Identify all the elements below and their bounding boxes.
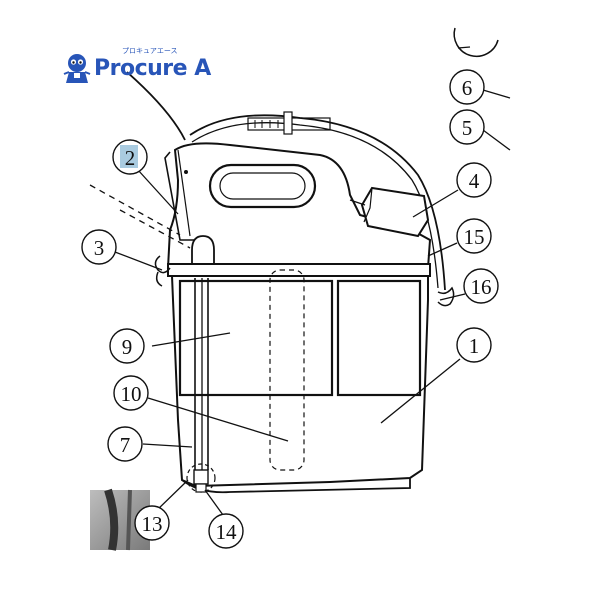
callout-10: 10 xyxy=(113,375,149,411)
svg-text:15: 15 xyxy=(464,225,485,249)
mascot-icon xyxy=(63,54,91,83)
inner-tube-dashed xyxy=(269,269,305,471)
svg-text:16: 16 xyxy=(471,275,492,299)
svg-text:7: 7 xyxy=(120,433,131,457)
strap-line xyxy=(126,71,186,141)
callout-2: 2 xyxy=(112,139,148,175)
callout-14: 14 xyxy=(208,513,244,549)
svg-text:10: 10 xyxy=(121,382,142,406)
callout-4: 4 xyxy=(456,162,492,198)
svg-text:9: 9 xyxy=(122,335,133,359)
svg-text:13: 13 xyxy=(142,512,163,536)
callout-7: 7 xyxy=(107,426,143,462)
filler-cap xyxy=(349,186,430,238)
svg-text:5: 5 xyxy=(462,116,473,140)
callout-16: 16 xyxy=(463,268,499,304)
svg-text:1: 1 xyxy=(469,334,480,358)
callout-3: 3 xyxy=(81,229,117,265)
callout-6: 6 xyxy=(449,69,485,105)
callout-9: 9 xyxy=(109,328,145,364)
logo-kana: プロキュアエース xyxy=(122,47,178,55)
shoulder-strap xyxy=(189,114,446,291)
partial-callout xyxy=(453,27,499,58)
svg-text:3: 3 xyxy=(94,236,105,260)
svg-text:14: 14 xyxy=(216,520,238,544)
panel-right xyxy=(336,279,422,397)
svg-text:6: 6 xyxy=(462,76,473,100)
callout-13: 13 xyxy=(134,505,170,541)
procure-a-logo: プロキュアエース Procure A xyxy=(60,47,211,86)
svg-text:4: 4 xyxy=(469,169,480,193)
callout-1: 1 xyxy=(456,327,492,363)
logo-text: Procure A xyxy=(94,56,211,81)
callout-5: 5 xyxy=(449,109,485,145)
collar-band xyxy=(167,263,431,277)
svg-text:2: 2 xyxy=(125,146,136,170)
callout-15: 15 xyxy=(456,218,492,254)
panel-left xyxy=(178,279,334,397)
leader-lines xyxy=(114,89,511,516)
